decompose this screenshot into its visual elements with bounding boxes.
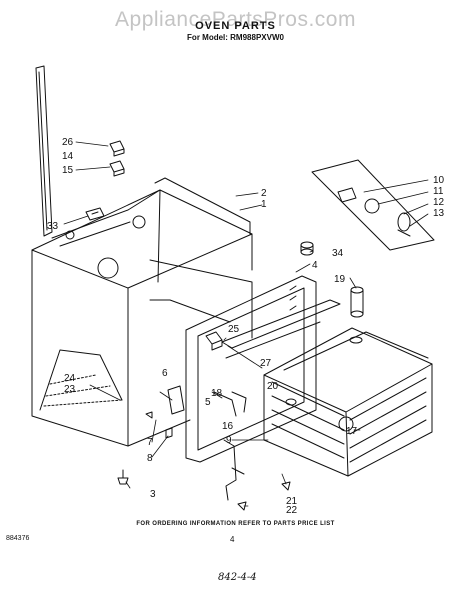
callout-25: 25: [228, 324, 240, 335]
page-number: 4: [230, 535, 235, 544]
callout-23: 23: [64, 384, 76, 395]
grommet-part: [300, 241, 314, 256]
callout-20: 20: [267, 381, 279, 392]
callout-6: 6: [162, 368, 168, 379]
callout-16: 16: [222, 421, 234, 432]
callout-3: 3: [150, 489, 156, 500]
cylinder-part: [350, 286, 364, 318]
leader-lines: [63, 141, 429, 507]
callout-labels: 1 2 3 4 5 6 7 8 9 10 11 12 13 14 15 16 1…: [47, 137, 445, 516]
callout-9: 9: [226, 435, 232, 446]
callout-10: 10: [433, 175, 445, 186]
callout-18: 18: [211, 388, 223, 399]
oven-cabinet: [31, 189, 253, 447]
callout-13: 13: [433, 208, 445, 219]
callout-34: 34: [332, 248, 344, 259]
oven-liner: [65, 177, 253, 339]
callout-12: 12: [433, 197, 445, 208]
callout-24: 24: [64, 373, 76, 384]
oven-lamp-assembly: [311, 159, 435, 251]
latch-part: [85, 207, 105, 221]
document-number: 884376: [6, 535, 30, 542]
callout-7: 7: [147, 437, 153, 448]
watermark: AppliancePartsPros.com: [115, 8, 356, 31]
oven-rack-assembly: [263, 327, 433, 477]
page-title: OVEN PARTS: [195, 20, 276, 32]
trim-strip-part: [35, 65, 53, 237]
callout-8: 8: [147, 453, 153, 464]
front-frame: [185, 275, 317, 463]
callout-2: 2: [261, 188, 267, 199]
callout-33: 33: [47, 221, 59, 232]
model-subtitle: For Model: RM988PXVW0: [187, 33, 284, 42]
callout-21: 21: [286, 496, 298, 507]
callout-17: 17: [346, 426, 358, 437]
callout-27: 27: [260, 358, 272, 369]
callout-1: 1: [261, 199, 267, 210]
hinge-part: [223, 439, 245, 501]
callout-15: 15: [62, 165, 74, 176]
callout-26: 26: [62, 137, 74, 148]
support-brackets: [167, 385, 247, 417]
ordering-note: FOR ORDERING INFORMATION REFER TO PARTS …: [136, 521, 335, 527]
handwritten-note: 842-4-4: [218, 572, 257, 583]
bracket-parts: [109, 140, 125, 177]
switch-part: [205, 331, 223, 351]
callout-22: 22: [286, 505, 298, 516]
oven-rails: [221, 299, 341, 359]
callout-11: 11: [433, 186, 444, 197]
callout-19: 19: [334, 274, 346, 285]
callout-14: 14: [62, 151, 74, 162]
callout-4: 4: [312, 260, 318, 271]
callout-5: 5: [205, 397, 211, 408]
